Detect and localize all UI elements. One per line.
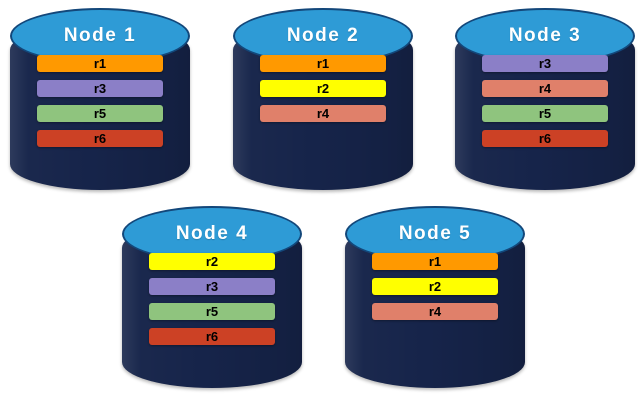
replica-bar[interactable]: r4 [482, 80, 608, 97]
cylinder-lid [455, 8, 635, 64]
replica-bar[interactable]: r3 [482, 55, 608, 72]
node-cylinder-4[interactable]: Node 4 r2 r3 r5 r6 [122, 206, 302, 388]
replica-bar[interactable]: r1 [37, 55, 163, 72]
replica-bar[interactable]: r2 [149, 253, 275, 270]
replica-bar[interactable]: r4 [372, 303, 498, 320]
replica-bar[interactable]: r4 [260, 105, 386, 122]
replica-bar[interactable]: r5 [149, 303, 275, 320]
replica-bar[interactable]: r2 [372, 278, 498, 295]
node-cylinder-1[interactable]: Node 1 r1 r3 r5 r6 [10, 8, 190, 190]
replica-bar[interactable]: r6 [37, 130, 163, 147]
replica-bar[interactable]: r3 [37, 80, 163, 97]
replica-bar[interactable]: r1 [260, 55, 386, 72]
node-cylinder-2[interactable]: Node 2 r1 r2 r4 [233, 8, 413, 190]
replica-bar[interactable]: r1 [372, 253, 498, 270]
node-cylinder-3[interactable]: Node 3 r3 r4 r5 r6 [455, 8, 635, 190]
replica-list: r1 r3 r5 r6 [37, 55, 163, 147]
node-cylinder-5[interactable]: Node 5 r1 r2 r4 [345, 206, 525, 388]
replica-bar[interactable]: r3 [149, 278, 275, 295]
replica-bar[interactable]: r5 [482, 105, 608, 122]
replica-bar[interactable]: r6 [482, 130, 608, 147]
replica-list: r1 r2 r4 [372, 253, 498, 320]
replica-bar[interactable]: r5 [37, 105, 163, 122]
replica-list: r3 r4 r5 r6 [482, 55, 608, 147]
cylinder-lid [345, 206, 525, 262]
replica-bar[interactable]: r6 [149, 328, 275, 345]
replica-bar[interactable]: r2 [260, 80, 386, 97]
replica-list: r2 r3 r5 r6 [149, 253, 275, 345]
replica-list: r1 r2 r4 [260, 55, 386, 122]
